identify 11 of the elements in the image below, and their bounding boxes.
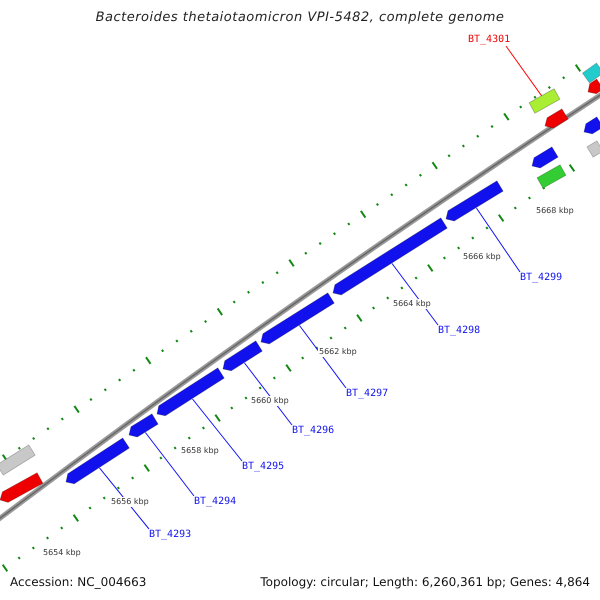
footer-text: Accession: NC_004663 [10, 575, 146, 589]
scale-label: 5654 kbp [42, 548, 82, 558]
scale-label: 5656 kbp [110, 497, 150, 507]
scale-label: 5668 kbp [535, 206, 575, 216]
scale-label: 5664 kbp [392, 299, 432, 309]
scale-label: 5666 kbp [462, 252, 502, 262]
scale-label: 5662 kbp [318, 347, 358, 357]
title: Bacteroides thetaiotaomicron VPI-5482, complete genome [94, 10, 506, 26]
scale-label: 5658 kbp [180, 446, 220, 456]
footer-text: Topology: circular; Length: 6,260,361 bp; Genes: 4,864 [260, 575, 590, 589]
scale-label: 5660 kbp [250, 396, 290, 406]
